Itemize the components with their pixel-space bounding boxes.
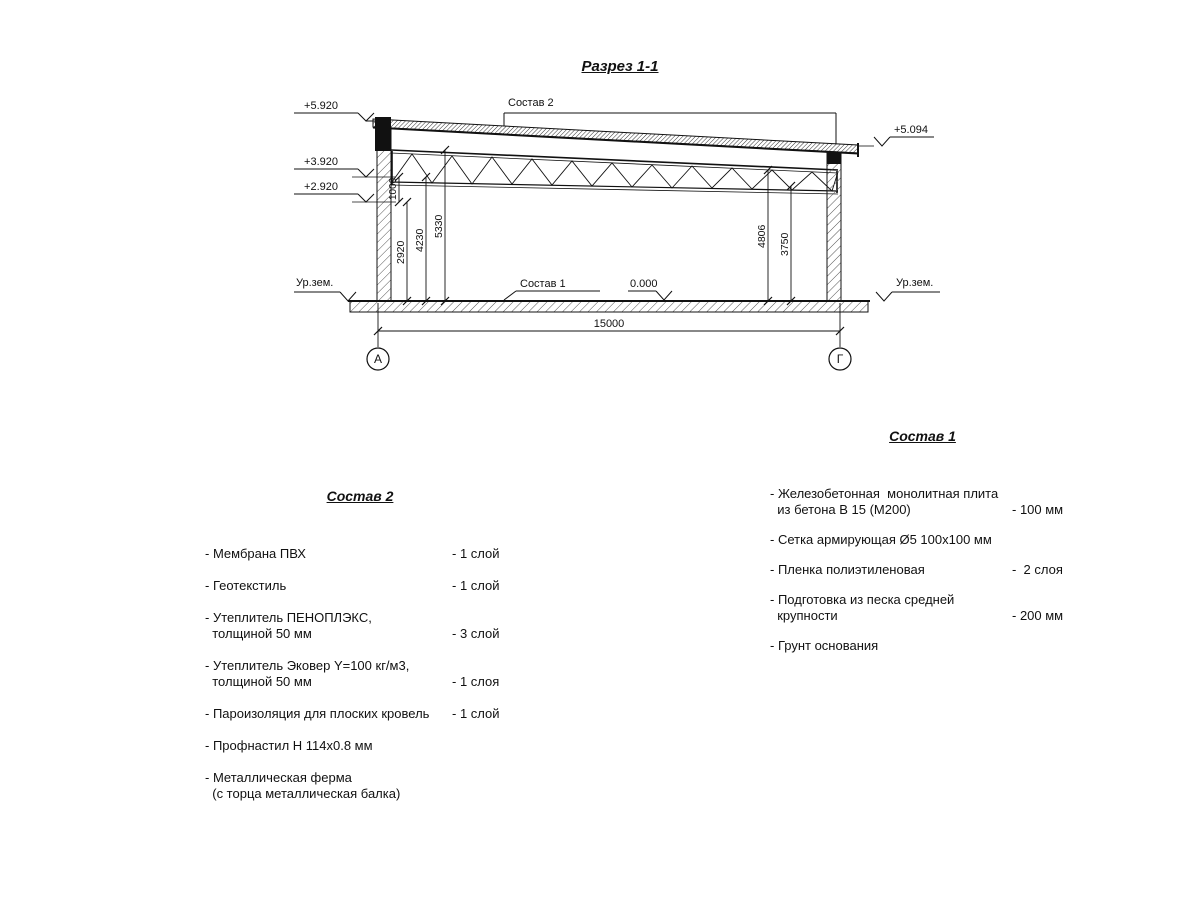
sostav1-title: Состав 1 [889,428,956,444]
list-item: - Мембрана ПВХ - 1 слой [205,546,545,562]
vertical-dimension-lines [394,145,796,306]
layer-qty: - 100 мм [1012,502,1064,517]
list-item: - Металлическая ферма (с торца металличе… [205,770,545,802]
right-column [826,151,842,302]
layer-name: - Профнастил Н 114х0.8 мм [205,738,373,753]
span-dimension [373,303,845,347]
dim-4806: 4806 [756,224,768,248]
elevation-label-top-left: +5.920 [304,100,338,112]
roof-layers [372,118,859,157]
layer-qty: - 3 слой [452,626,500,641]
layer-name: - Пароизоляция для плоских кровель [205,706,430,721]
layer-qty: - 1 слой [452,706,500,721]
layer-name: - Утеплитель ПЕНОПЛЭКС, толщиной 50 мм [205,610,372,641]
dim-2920: 2920 [395,240,407,264]
elevation-label-mid-left: +3.920 [304,156,338,168]
layer-qty: - 2 слоя [1012,562,1063,577]
layer-name: - Металлическая ферма (с торца металличе… [205,770,401,801]
layer-name: - Пленка полиэтиленовая [770,562,925,577]
ground-mark-left [294,291,357,302]
zero-level-label: 0.000 [630,278,658,290]
dim-3750: 3750 [779,232,791,256]
floor-callout-label: Состав 1 [520,278,566,290]
axis-bubble-left [366,347,390,371]
dim-5330: 5330 [433,214,445,238]
dim-span: 15000 [594,318,625,330]
dim-4230: 4230 [414,228,426,252]
layer-qty: - 200 мм [1012,608,1064,623]
sostav1-list: - Железобетонная монолитная плита из бет… [770,486,1100,668]
ground-mark-right [875,291,940,302]
roof-callout-leader [503,112,837,144]
layer-name: - Железобетонная монолитная плита из бет… [770,486,999,517]
list-item: - Пленка полиэтиленовая - 2 слоя [770,562,1100,578]
axis-label-right: Г [837,352,844,366]
layer-qty: - 1 слой [452,578,500,593]
elevation-marks-left [294,112,396,203]
ground-label-right: Ур.зем. [896,277,933,289]
dim-1000: 1000 [388,177,399,200]
axis-bubble-right [828,347,852,371]
zero-level-mark [628,290,673,301]
left-column [375,117,392,302]
layer-name: - Подготовка из песка средней крупности [770,592,955,623]
sostav2-title: Состав 2 [326,488,394,504]
layer-name: - Утеплитель Эковер Y=100 кг/м3, толщино… [205,658,410,689]
elevation-mark-right [858,136,934,147]
layer-name: - Геотекстиль [205,578,287,593]
elevation-label-low-left: +2.920 [304,181,338,193]
list-item: - Утеплитель Эковер Y=100 кг/м3, толщино… [205,658,545,690]
list-item: - Грунт основания [770,638,1100,654]
axis-label-left: А [374,352,382,366]
floor-slab [348,300,870,313]
layer-name: - Сетка армирующая Ø5 100х100 мм [770,532,992,547]
ground-label-left: Ур.зем. [296,277,333,289]
section-drawing: +5.920 +3.920 +2.920 +5.094 Ур.зем. Ур.з… [294,97,940,371]
list-item: - Геотекстиль - 1 слой [205,578,545,594]
list-item: - Железобетонная монолитная плита из бет… [770,486,1100,518]
layer-name: - Грунт основания [770,638,879,653]
list-item: - Сетка армирующая Ø5 100х100 мм [770,532,1100,548]
list-item: - Утеплитель ПЕНОПЛЭКС, толщиной 50 мм -… [205,610,545,642]
roof-truss [390,149,839,195]
layer-name: - Мембрана ПВХ [205,546,306,561]
list-item: - Подготовка из песка средней крупности … [770,592,1100,624]
sostav2-list: - Мембрана ПВХ - 1 слой - Геотекстиль - … [205,546,545,818]
elevation-label-right: +5.094 [894,124,928,136]
section-title: Разрез 1-1 [581,58,659,75]
list-item: - Пароизоляция для плоских кровель - 1 с… [205,706,545,722]
roof-callout-label: Состав 2 [508,97,554,109]
layer-qty: - 1 слой [452,546,500,561]
layer-qty: - 1 слоя [452,674,500,689]
list-item: - Профнастил Н 114х0.8 мм [205,738,545,754]
floor-callout-leader [503,290,600,301]
